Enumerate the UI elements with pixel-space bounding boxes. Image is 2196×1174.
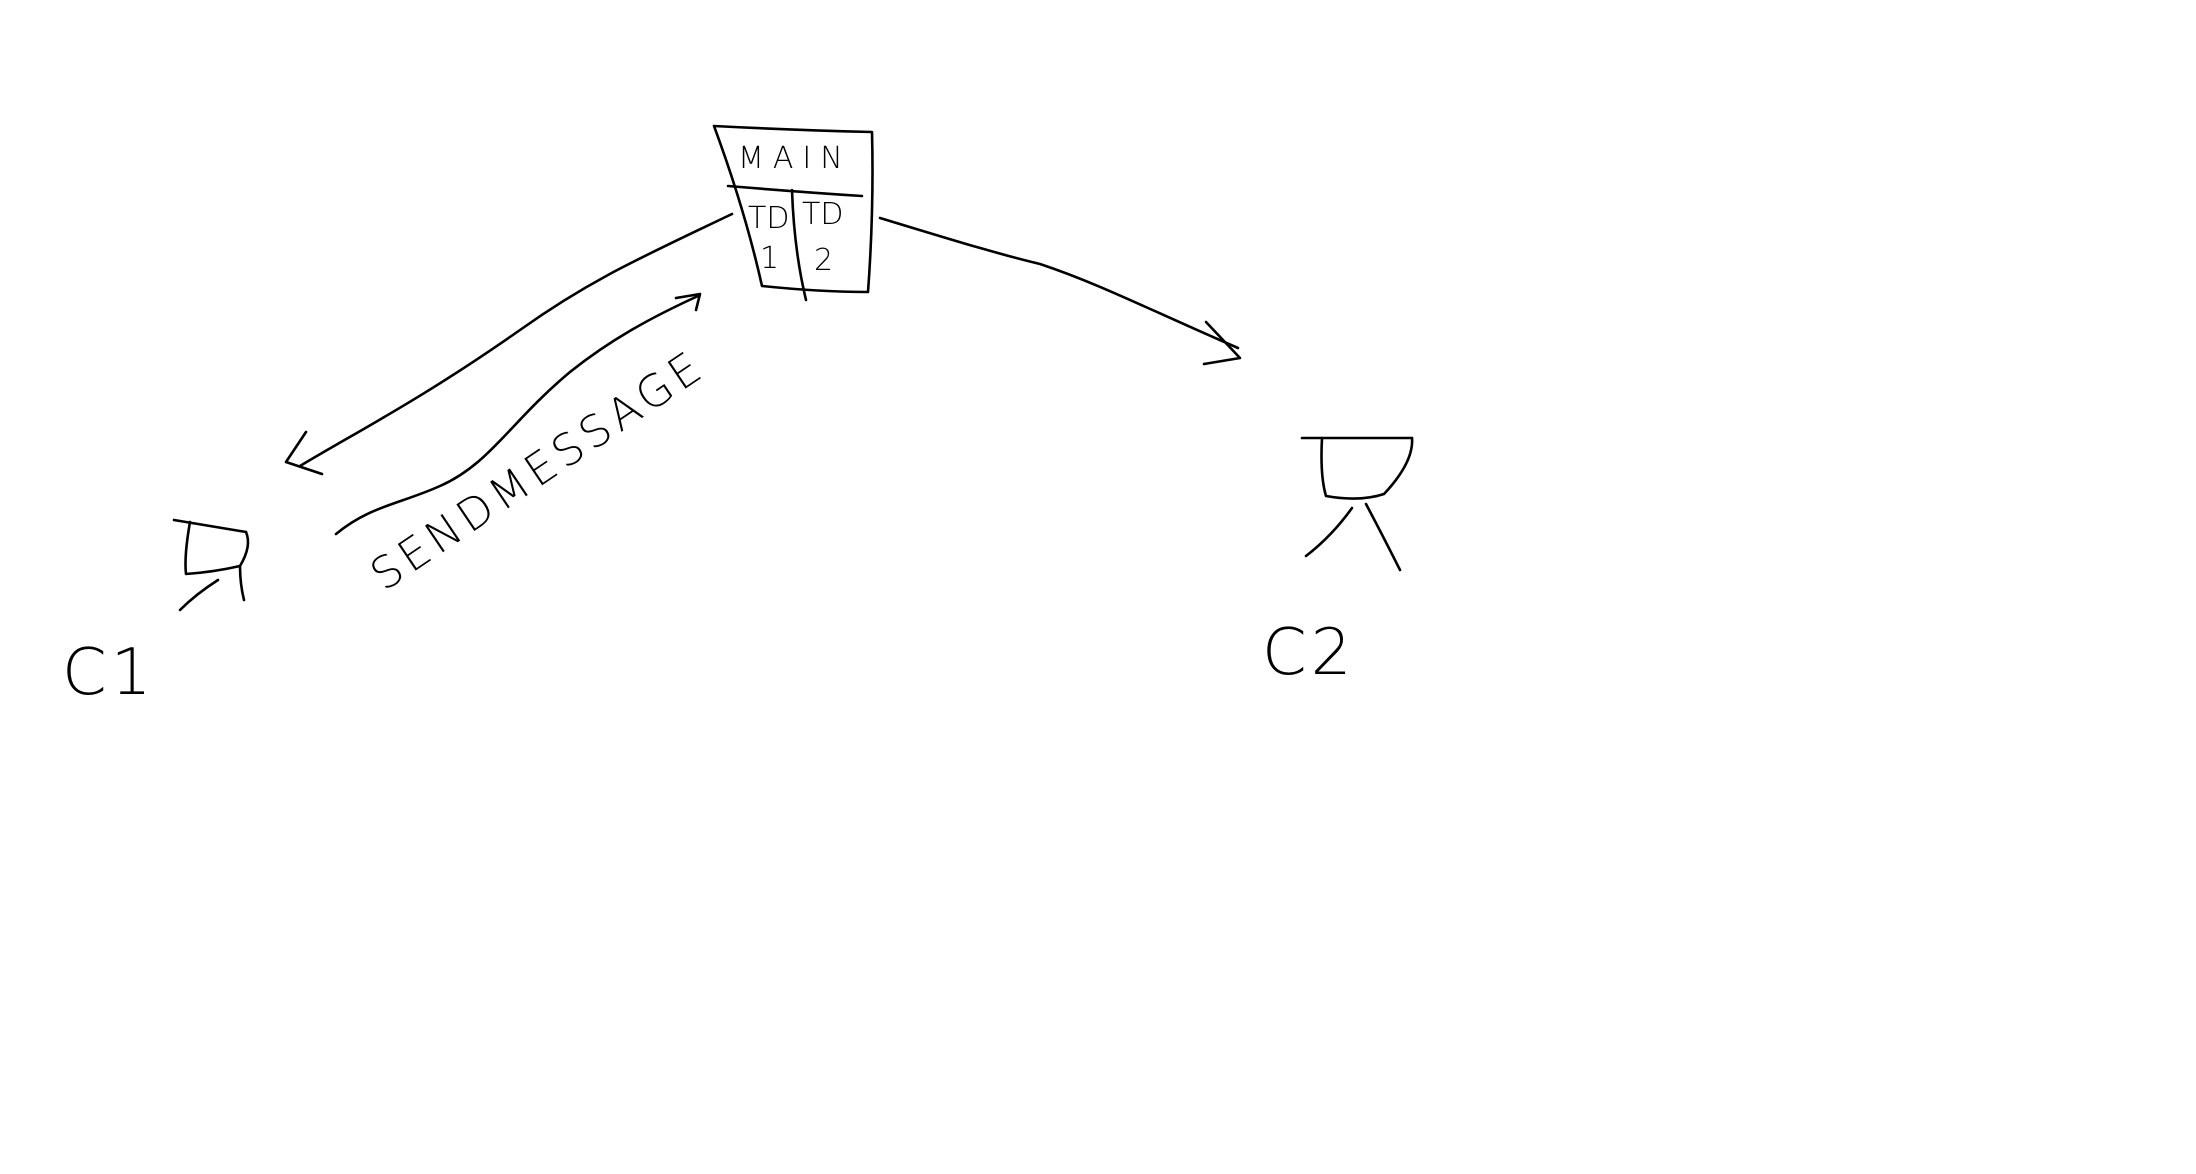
arrow-send-message-line bbox=[334, 294, 700, 536]
client-1-label: C1 bbox=[62, 636, 155, 710]
arrow-to-client-2-line bbox=[878, 216, 1240, 350]
thread-2-label-top: TD bbox=[802, 197, 843, 232]
send-message-label: SENDMESSAGE bbox=[362, 340, 715, 601]
arrow-send-message-head bbox=[674, 292, 702, 312]
monitor-icon bbox=[172, 518, 250, 612]
thread-1-label-bottom: 1 bbox=[760, 241, 779, 276]
arrow-to-client-1-line bbox=[298, 212, 734, 468]
thread-1: TD 1 bbox=[748, 201, 789, 276]
arrow-to-client-2-head bbox=[1202, 320, 1242, 366]
client-1: C1 bbox=[62, 518, 250, 710]
monitor-icon bbox=[1300, 436, 1414, 572]
thread-2-label-bottom: 2 bbox=[814, 243, 833, 278]
client-2: C2 bbox=[1262, 436, 1414, 690]
main-label: MAIN bbox=[738, 141, 852, 176]
arrow-send-message bbox=[334, 292, 702, 536]
thread-divider bbox=[790, 188, 808, 302]
server-main-divider bbox=[726, 184, 864, 198]
server-box-outline bbox=[712, 124, 874, 294]
thread-2: TD 2 bbox=[802, 197, 843, 278]
arrow-to-client-2 bbox=[878, 216, 1242, 366]
thread-1-label-top: TD bbox=[748, 201, 789, 236]
arrow-to-client-1-head bbox=[284, 430, 324, 476]
server-box: MAIN TD 1 TD 2 bbox=[712, 124, 874, 302]
arrow-to-client-1 bbox=[284, 212, 734, 476]
client-2-label: C2 bbox=[1262, 616, 1355, 690]
